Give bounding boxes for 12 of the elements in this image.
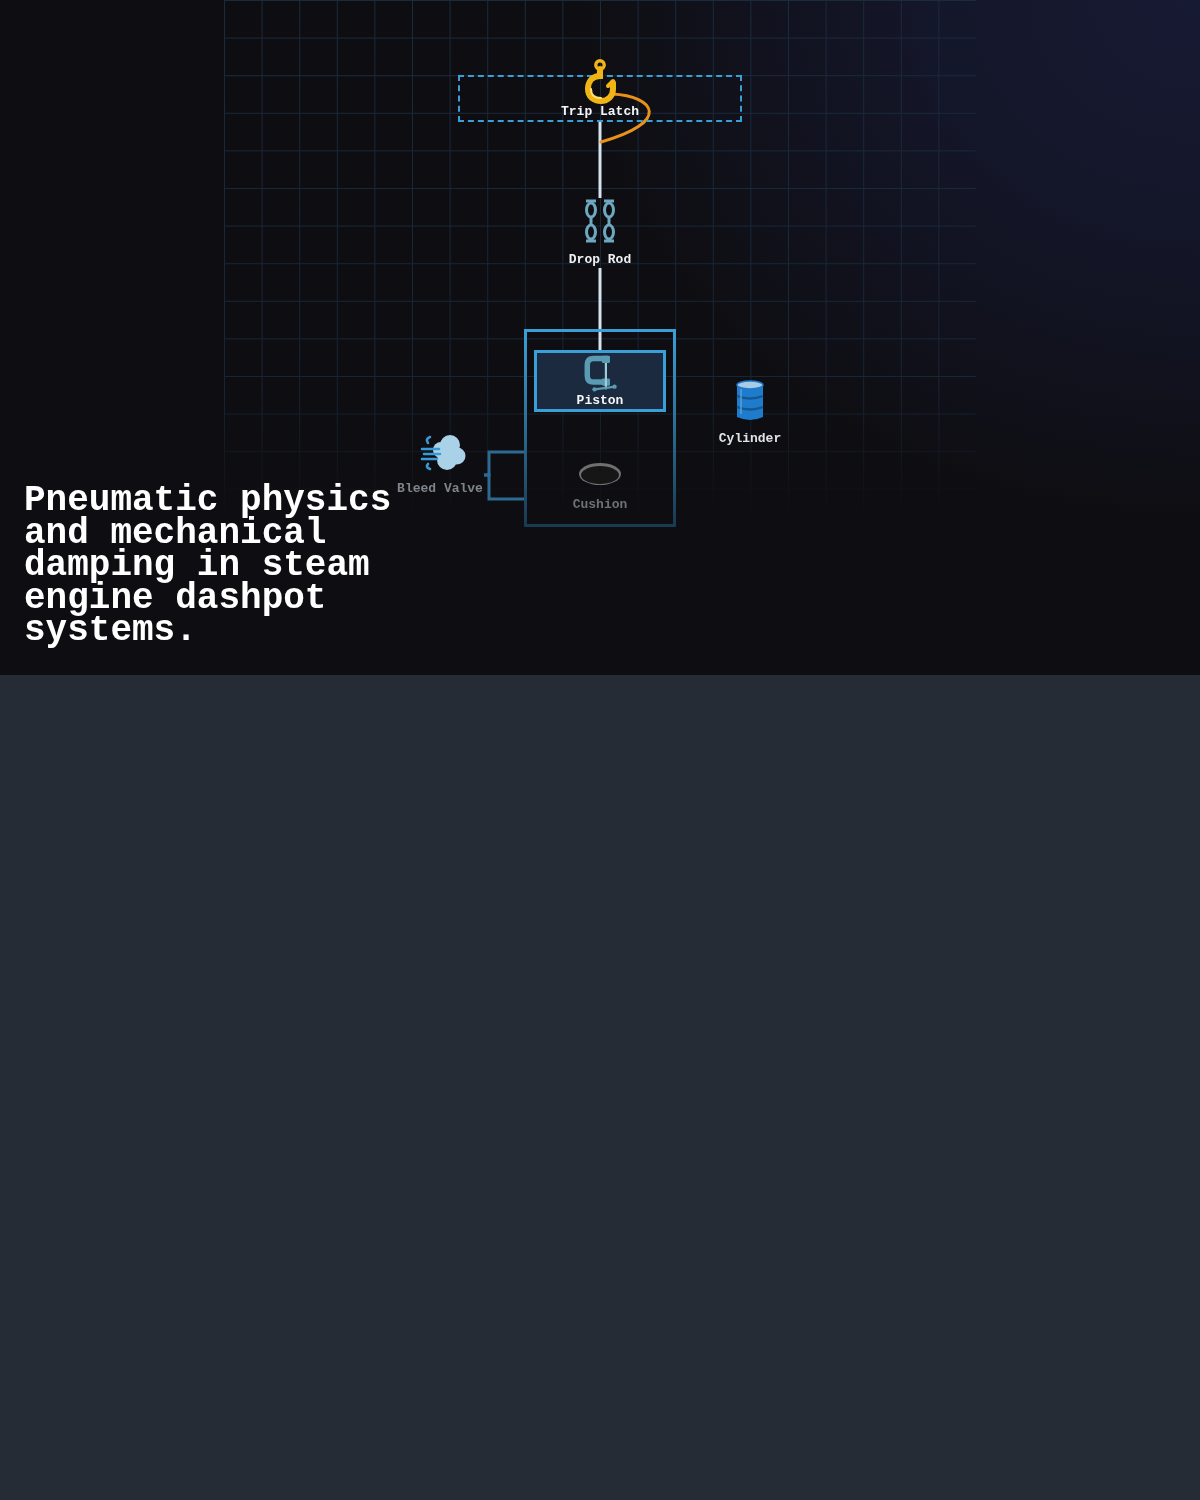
node-label: Bleed Valve — [397, 481, 483, 496]
connector-line — [598, 268, 602, 350]
node-label: Piston — [576, 393, 624, 408]
node-label: Trip Latch — [561, 104, 639, 119]
chamber-box — [524, 329, 676, 527]
diagram-title: Pneumatic physics and mechanical damping in steam engine dashpot systems. — [24, 485, 393, 648]
piston-box — [534, 350, 666, 412]
node-label: Cushion — [572, 497, 628, 512]
node-label: Drop Rod — [568, 252, 632, 267]
connector-line — [598, 122, 602, 198]
node-label: Cylinder — [718, 431, 782, 446]
connector-line — [484, 473, 524, 501]
